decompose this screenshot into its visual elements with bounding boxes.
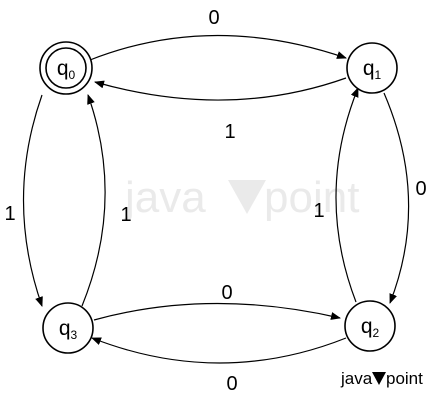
watermark-text-left: java	[123, 173, 206, 222]
javatpoint-logo: java point	[340, 369, 423, 388]
logo-triangle-icon	[372, 372, 386, 385]
state-q2: q2	[344, 300, 396, 352]
logo-text-left: java	[340, 369, 373, 388]
watermark: java point	[123, 173, 359, 222]
state-q1-letter: q	[363, 57, 375, 80]
label-q0-q3: 1	[4, 203, 15, 225]
state-q0: q0	[39, 41, 93, 95]
state-q0-letter: q	[57, 57, 69, 80]
label-q2-q1: 1	[313, 200, 324, 222]
edge-q3-q2	[93, 302, 341, 321]
state-q2-letter: q	[361, 315, 373, 338]
state-q1-subscript: 1	[375, 68, 382, 82]
edge-q1-q2	[383, 92, 410, 304]
state-q3-circle	[42, 302, 94, 354]
label-q0-q1: 0	[208, 7, 219, 29]
state-q2-subscript: 2	[373, 326, 380, 340]
state-q3-label: q3	[59, 317, 78, 342]
state-q0-label: q0	[57, 57, 76, 82]
logo-text-right: point	[386, 369, 423, 388]
label-q3-q2: 0	[221, 282, 232, 304]
label-q1-q2: 0	[415, 178, 426, 200]
state-q0-inner-ring	[45, 47, 87, 89]
label-q2-q3: 0	[226, 373, 237, 395]
state-q1-circle	[346, 42, 398, 94]
state-q3: q3	[42, 302, 94, 354]
state-q3-letter: q	[59, 317, 71, 340]
edge-q2-q1	[335, 87, 359, 303]
edge-q2-q3	[91, 337, 347, 364]
state-q0-subscript: 0	[69, 68, 76, 82]
label-q3-q0: 1	[120, 204, 131, 226]
state-q3-subscript: 3	[71, 328, 78, 342]
edge-q3-q0	[81, 94, 106, 307]
label-q1-q0: 1	[224, 121, 235, 143]
state-q2-label: q2	[361, 315, 380, 340]
state-q1-label: q1	[363, 57, 382, 82]
edge-q0-q3	[22, 94, 43, 307]
state-q2-circle	[344, 300, 396, 352]
state-q1: q1	[346, 42, 398, 94]
edge-q0-q1	[89, 34, 347, 61]
edge-q1-q0	[94, 77, 347, 101]
watermark-triangle-icon	[228, 180, 266, 214]
watermark-text-right: point	[264, 173, 359, 222]
